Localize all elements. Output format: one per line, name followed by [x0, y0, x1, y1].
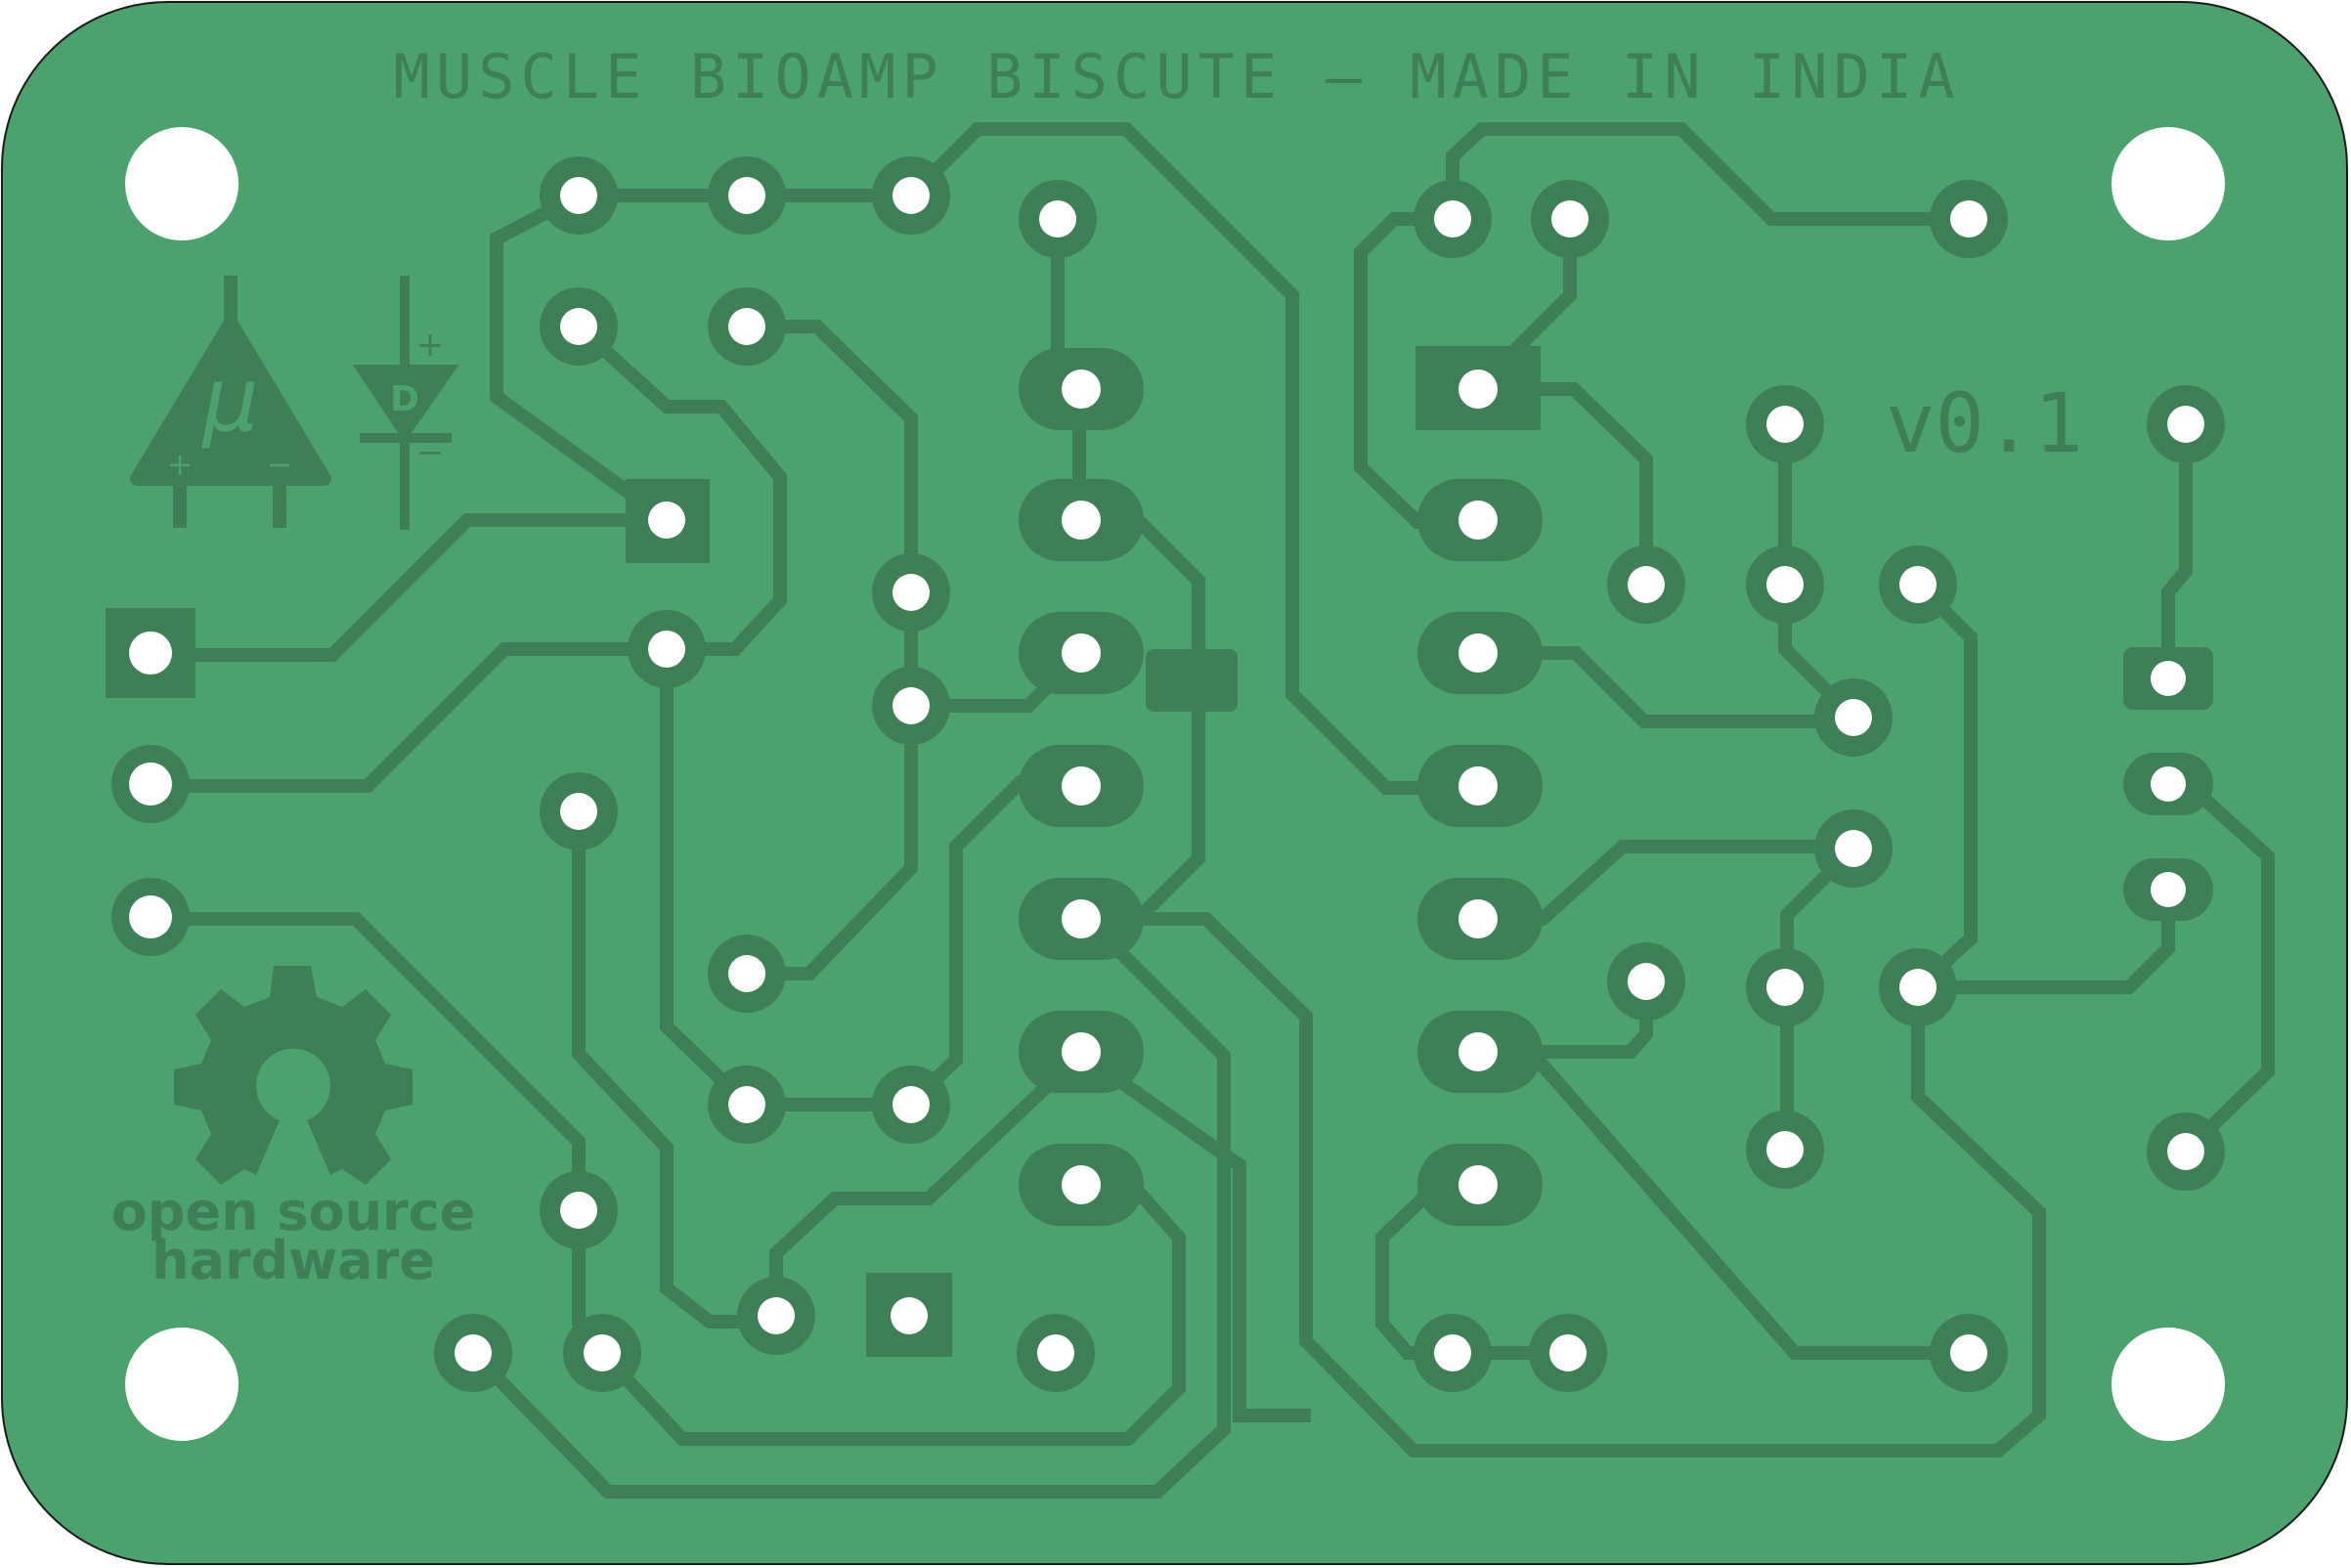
diode-symbol-icon: D + −	[352, 276, 459, 530]
trace	[1074, 912, 2046, 1458]
pad-square	[1146, 649, 1238, 712]
trace	[490, 186, 676, 530]
mounting-hole-top-left	[125, 127, 239, 240]
trace	[1446, 122, 1976, 226]
diode-plus-label: +	[416, 326, 445, 365]
trace	[1524, 646, 1860, 728]
osh-gear-icon	[174, 966, 413, 1185]
mounting-hole-top-right	[2112, 127, 2225, 240]
diode-symbol-text: D	[390, 379, 419, 419]
opamp-minus-label: −	[267, 446, 293, 483]
version-label: v0.1	[1886, 375, 2083, 471]
board-title: MUSCLE BIOAMP BISCUTE — MADE IN INDIA	[393, 41, 1960, 112]
osh-text-line1: open source	[111, 1181, 476, 1242]
opamp-plus-label: +	[167, 446, 194, 483]
opamp-symbol-icon: μ + −	[130, 276, 331, 528]
drill-holes	[129, 177, 2204, 1372]
diode-minus-label: −	[416, 433, 445, 472]
trace	[572, 805, 783, 1328]
trace	[144, 513, 674, 662]
opamp-symbol-text: μ	[200, 349, 258, 452]
trace	[144, 642, 674, 793]
trace	[1518, 382, 1653, 591]
trace	[463, 510, 1231, 1499]
mounting-hole-bottom-right	[2112, 1328, 2225, 1441]
mounting-holes	[125, 127, 2225, 1441]
mounting-hole-bottom-left	[125, 1328, 239, 1441]
trace	[1521, 1042, 1976, 1360]
open-source-hardware-logo: open source hardware	[111, 966, 476, 1291]
trace	[2161, 417, 2193, 685]
trace	[1071, 1044, 1311, 1422]
trace	[769, 1044, 1091, 1323]
trace	[2176, 774, 2275, 1161]
trace	[569, 317, 787, 656]
osh-text-line2: hardware	[152, 1230, 435, 1291]
